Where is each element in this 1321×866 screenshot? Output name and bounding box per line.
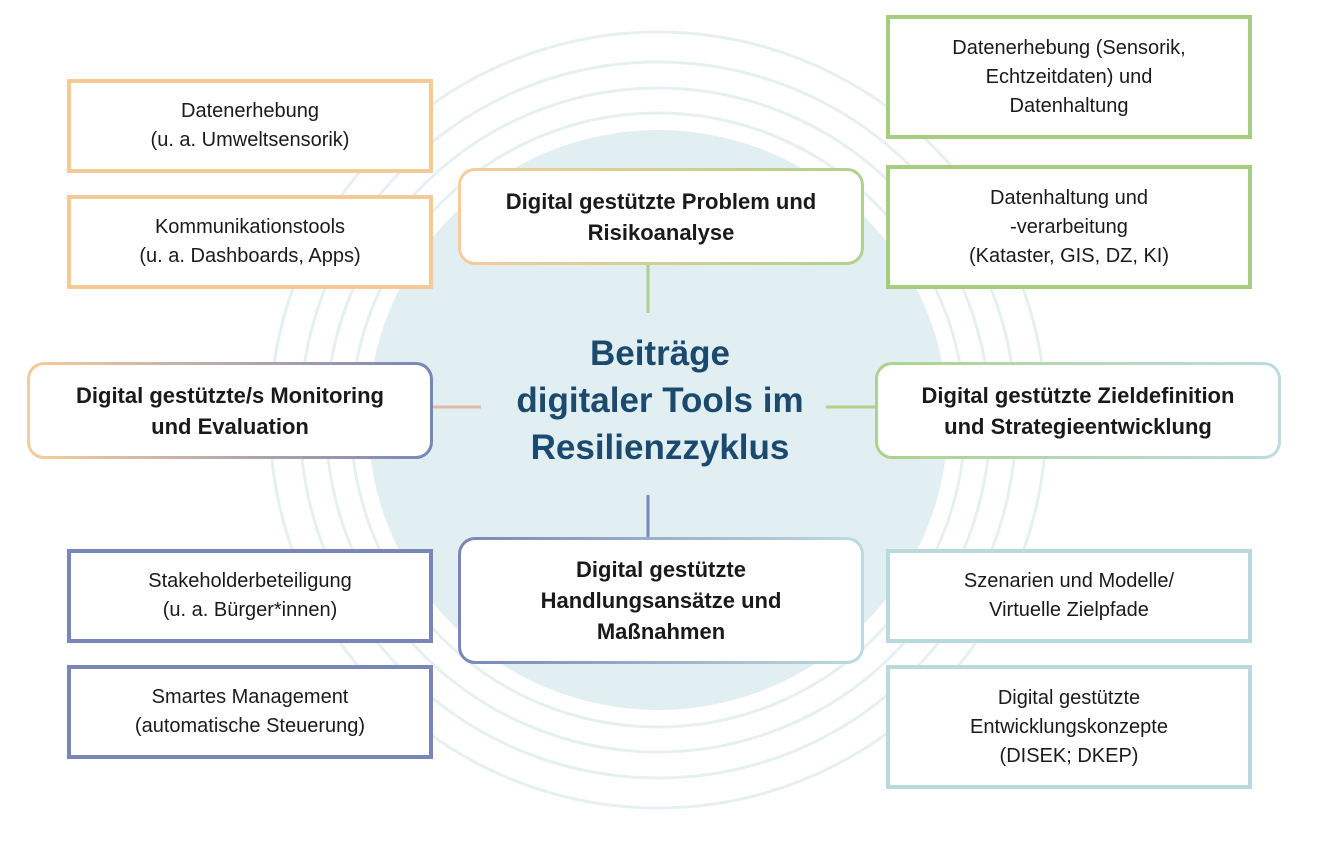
tool-label: Digital gestützte xyxy=(997,686,1141,709)
phase-label: Maßnahmen xyxy=(596,619,726,644)
phase-label: Digital gestützte Problem und xyxy=(505,188,817,214)
tool-label: Szenarien und Modelle/ xyxy=(963,570,1175,592)
phase-monitoring: Digital gestützte/s Monitoring und Evalu… xyxy=(27,362,433,459)
tool-label: Stakeholderbeteiligung xyxy=(148,570,352,592)
tool-box-scenarios: Szenarien und Modelle/ Virtuelle Zielpfa… xyxy=(886,549,1252,643)
phase-risk-analysis: Digital gestützte Problem und Risikoanal… xyxy=(458,168,864,265)
tool-label: Datenerhebung (Sensorik, xyxy=(952,36,1186,59)
tool-label: (u. a. Bürger*innen) xyxy=(162,599,338,621)
phase-label: Risikoanalyse xyxy=(587,219,735,245)
tool-label: -verarbeitung xyxy=(1010,215,1128,238)
tool-box-sensor-data: Datenerhebung (Sensorik, Echtzeitdaten) … xyxy=(886,15,1252,139)
phase-label: Handlungsansätze und xyxy=(540,588,782,613)
phase-goal-definition: Digital gestützte Zieldefinition und Str… xyxy=(875,362,1281,459)
phase-label: und Strategieentwicklung xyxy=(944,413,1212,439)
center-title-line: Beiträge xyxy=(589,334,731,373)
tool-label: Echtzeitdaten) und xyxy=(985,65,1153,88)
tool-label: (DISEK; DKEP) xyxy=(999,744,1139,767)
tool-box-communication: Kommunikationstools (u. a. Dashboards, A… xyxy=(67,195,433,289)
tool-box-stakeholder: Stakeholderbeteiligung (u. a. Bürger*inn… xyxy=(67,549,433,643)
center-title-line: Resilienzzyklus xyxy=(530,428,790,467)
phase-label: Digital gestützte Zieldefinition xyxy=(921,382,1235,408)
tool-label: Datenhaltung xyxy=(1009,94,1129,117)
tool-box-development-concepts: Digital gestützte Entwicklungskonzepte (… xyxy=(886,665,1252,789)
tool-label: Datenhaltung und xyxy=(990,186,1148,209)
tool-label: Smartes Management xyxy=(151,686,349,708)
tool-label: (automatische Steuerung) xyxy=(134,715,366,737)
tool-box-data-processing: Datenhaltung und -verarbeitung (Kataster… xyxy=(886,165,1252,289)
center-title-line: digitaler Tools im xyxy=(516,381,804,420)
tool-label: (u. a. Umweltsensorik) xyxy=(150,129,350,151)
tool-label: Kommunikationstools xyxy=(154,216,346,238)
center-title: Beiträge digitaler Tools im Resilienzzyk… xyxy=(460,330,860,471)
tool-label: Datenerhebung xyxy=(181,100,319,122)
tool-label: (Kataster, GIS, DZ, KI) xyxy=(968,244,1170,267)
phase-label: Digital gestützte/s Monitoring xyxy=(76,382,384,408)
tool-label: (u. a. Dashboards, Apps) xyxy=(139,245,361,267)
phase-label: und Evaluation xyxy=(151,413,309,439)
tool-box-data-collection: Datenerhebung (u. a. Umweltsensorik) xyxy=(67,79,433,173)
phase-measures: Digital gestützte Handlungsansätze und M… xyxy=(458,537,864,664)
tool-box-smart-management: Smartes Management (automatische Steueru… xyxy=(67,665,433,759)
tool-label: Virtuelle Zielpfade xyxy=(989,599,1149,621)
phase-label: Digital gestützte xyxy=(576,557,746,582)
tool-label: Entwicklungskonzepte xyxy=(970,715,1168,738)
